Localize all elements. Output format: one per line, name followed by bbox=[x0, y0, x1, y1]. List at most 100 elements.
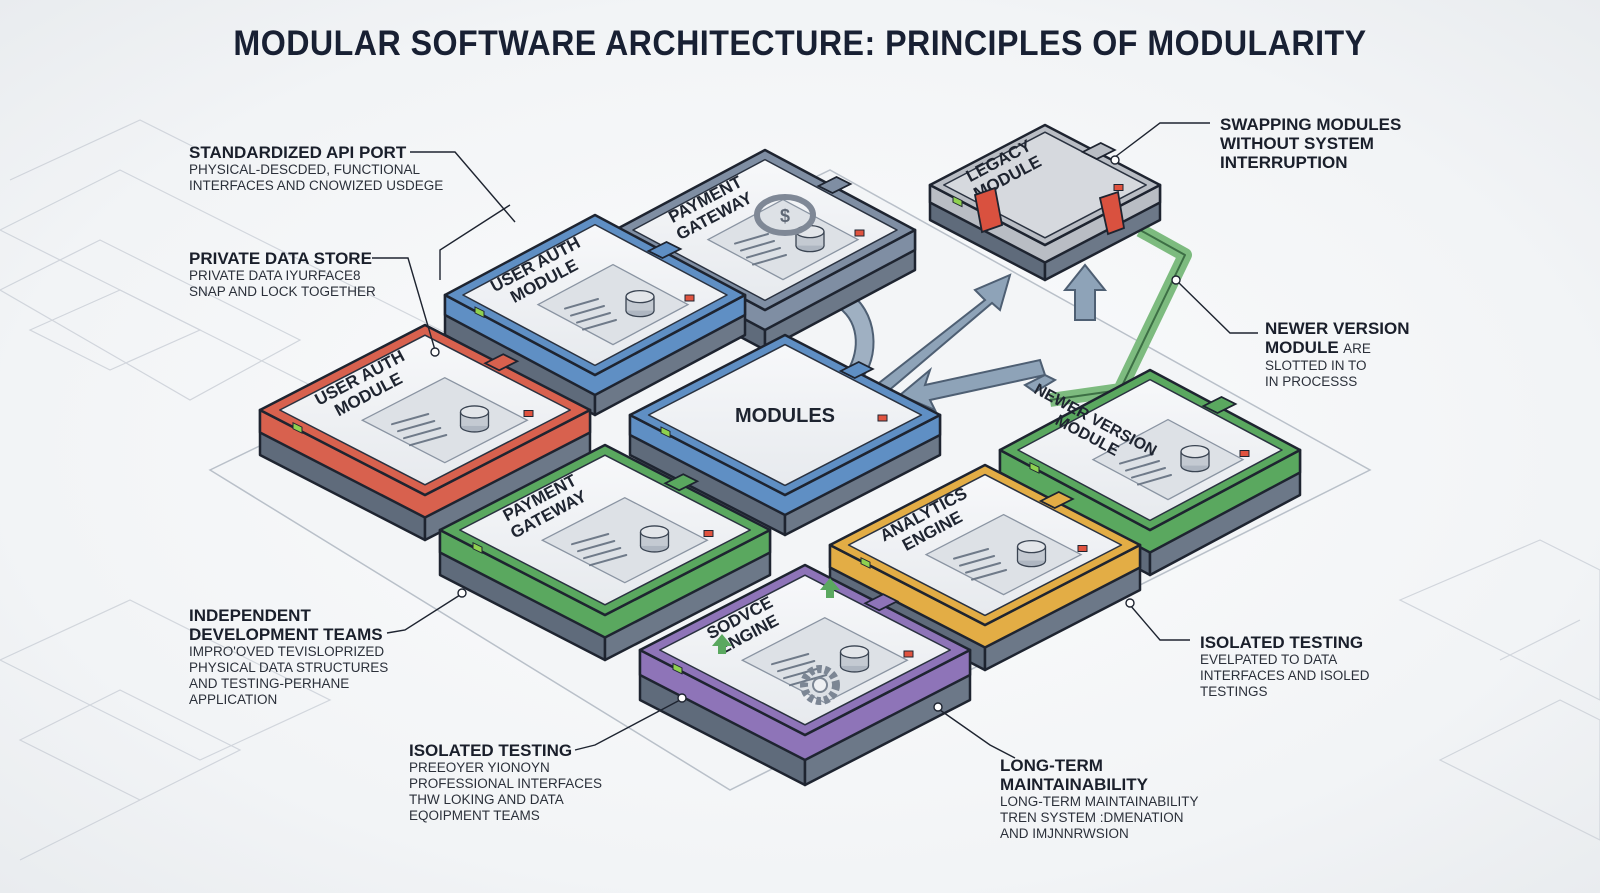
module-payment-gateway-green: PAYMENTGATEWAY bbox=[438, 443, 772, 662]
panel-line bbox=[403, 427, 442, 440]
status-led-icon bbox=[1077, 545, 1088, 552]
module-screen-panel bbox=[1091, 418, 1245, 501]
snap-connector-icon bbox=[1201, 395, 1238, 415]
panel-line bbox=[1125, 460, 1160, 472]
panel-line bbox=[571, 533, 610, 546]
gear-icon bbox=[800, 665, 840, 705]
panel-line bbox=[577, 540, 616, 553]
callout-heading: DEVELOPMENT TEAMS bbox=[189, 625, 383, 644]
status-led-icon bbox=[703, 530, 714, 537]
status-led-icon bbox=[523, 410, 534, 417]
panel-line bbox=[771, 653, 810, 666]
status-led-icon bbox=[1239, 450, 1250, 457]
callout-isolated-testing-left: ISOLATED TESTING PREEOYER YIONOYN PROFES… bbox=[409, 741, 602, 824]
callout-body-line: TREN SYSTEM :DMENATION bbox=[1000, 810, 1184, 825]
callout-heading: LONG-TERM bbox=[1000, 756, 1103, 775]
panel-line bbox=[777, 660, 816, 673]
callout-heading: PRIVATE DATA STORE bbox=[189, 249, 372, 268]
module-user-auth-red: USER AUTHMODULE bbox=[258, 323, 592, 542]
panel-line bbox=[746, 247, 781, 259]
panel-line bbox=[570, 305, 605, 317]
status-led-icon bbox=[672, 662, 683, 675]
status-led-icon bbox=[292, 422, 303, 434]
panel-line bbox=[752, 254, 787, 266]
callout-body-line: EVELPATED TO DATA bbox=[1200, 652, 1338, 667]
callout-body-line: AND TESTING-PERHANE bbox=[189, 676, 350, 691]
snap-connector-icon bbox=[646, 240, 683, 260]
snap-connector-icon bbox=[1080, 141, 1117, 161]
callout-api-port: STANDARDIZED API PORT PHYSICAL-DESCDED, … bbox=[189, 143, 443, 194]
snap-connector-icon bbox=[816, 175, 853, 195]
panel-line bbox=[1137, 474, 1172, 486]
callout-heading: MODULE bbox=[1265, 338, 1339, 357]
status-led-icon bbox=[854, 229, 865, 237]
status-led-icon bbox=[474, 306, 485, 319]
panel-line bbox=[1119, 453, 1154, 465]
panel-line bbox=[589, 554, 628, 567]
callout-body-line: PHYSICAL DATA STRUCTURES bbox=[189, 660, 389, 675]
panel-line bbox=[409, 434, 448, 447]
status-led-icon bbox=[1113, 184, 1124, 191]
panel-line bbox=[971, 569, 1008, 581]
module-screen-panel bbox=[740, 616, 909, 704]
callout-heading: INTERRUPTION bbox=[1220, 153, 1348, 172]
callout-body-line: SNAP AND LOCK TOGETHER bbox=[189, 284, 376, 299]
callout-heading: MAINTAINABILITY bbox=[1000, 775, 1148, 794]
callout-heading: STANDARDIZED API PORT bbox=[189, 143, 407, 162]
callout-body-line: APPLICATION bbox=[189, 692, 278, 707]
module-user-auth-blue: USER AUTHMODULE bbox=[443, 213, 747, 417]
panel-line bbox=[564, 298, 599, 310]
callout-body-line: PRIVATE DATA IYURFACE8 bbox=[189, 268, 361, 283]
panel-line bbox=[734, 233, 769, 245]
module-top-face bbox=[647, 343, 923, 487]
callout-heading: NEWER VERSION bbox=[1265, 319, 1410, 338]
module-legacy: LEGACYMODULE bbox=[928, 123, 1162, 282]
panel-line bbox=[1131, 467, 1166, 479]
callout-heading: WITHOUT SYSTEM bbox=[1220, 134, 1374, 153]
snap-connector-icon bbox=[1038, 490, 1075, 510]
callout-independent-teams: INDEPENDENT DEVELOPMENT TEAMS IMPRO'OVED… bbox=[189, 606, 388, 708]
callout-heading: INDEPENDENT bbox=[189, 606, 311, 625]
panel-line bbox=[391, 413, 430, 426]
module-screen-panel bbox=[360, 376, 529, 464]
callout-private-store: PRIVATE DATA STORE PRIVATE DATA IYURFACE… bbox=[189, 249, 376, 300]
panel-line bbox=[582, 319, 617, 331]
snap-connector-icon bbox=[863, 593, 900, 612]
callout-body-line: EQOIPMENT TEAMS bbox=[409, 808, 540, 823]
swap-arrows bbox=[833, 263, 1108, 412]
module-source-engine: SODVCEENGINE bbox=[638, 563, 972, 787]
panel-line bbox=[965, 562, 1002, 574]
callout-body-line: LONG-TERM MAINTAINABILITY bbox=[1000, 794, 1199, 809]
callout-body-line: IMPRO'OVED TEVISLOPRIZED bbox=[189, 644, 385, 659]
status-led-icon bbox=[472, 542, 483, 554]
callout-body-line: SLOTTED IN TO bbox=[1265, 358, 1367, 373]
callout-body-line: PHYSICAL-DESCDED, FUNCTIONAL bbox=[189, 162, 421, 177]
panel-line bbox=[959, 555, 996, 567]
status-led-icon bbox=[903, 650, 914, 658]
status-led-icon bbox=[952, 195, 963, 208]
callout-body-line: PROFESSIONAL INTERFACES bbox=[409, 776, 603, 791]
module-label: MODULES bbox=[735, 405, 835, 427]
panel-line bbox=[583, 547, 622, 560]
status-led-icon bbox=[860, 557, 871, 569]
callout-newer-version: NEWER VERSION MODULE ARE SLOTTED IN TO I… bbox=[1265, 319, 1410, 390]
snap-connector-icon bbox=[663, 473, 700, 492]
module-center: MODULES bbox=[628, 333, 942, 537]
callout-heading: SWAPPING MODULES bbox=[1220, 115, 1402, 134]
status-led-icon bbox=[877, 414, 888, 422]
module-screen-panel bbox=[924, 513, 1083, 596]
callout-body-line: IN PROCESSS bbox=[1265, 374, 1358, 389]
panel-line bbox=[397, 420, 436, 433]
callout-body-line: TESTINGS bbox=[1200, 684, 1268, 699]
status-led-icon bbox=[660, 426, 671, 439]
module-screen-panel bbox=[540, 496, 709, 584]
callout-body-line: INTERFACES AND CNOWIZED USDEGE bbox=[189, 178, 444, 193]
arrow-icon bbox=[820, 578, 840, 598]
callout-body-line: THW LOKING AND DATA bbox=[409, 792, 564, 807]
panel-line bbox=[740, 240, 775, 252]
panel-line bbox=[576, 312, 611, 324]
page-title: MODULAR SOFTWARE ARCHITECTURE: PRINCIPLE… bbox=[233, 24, 1367, 63]
module-screen-panel bbox=[536, 263, 690, 346]
panel-line bbox=[953, 548, 990, 560]
